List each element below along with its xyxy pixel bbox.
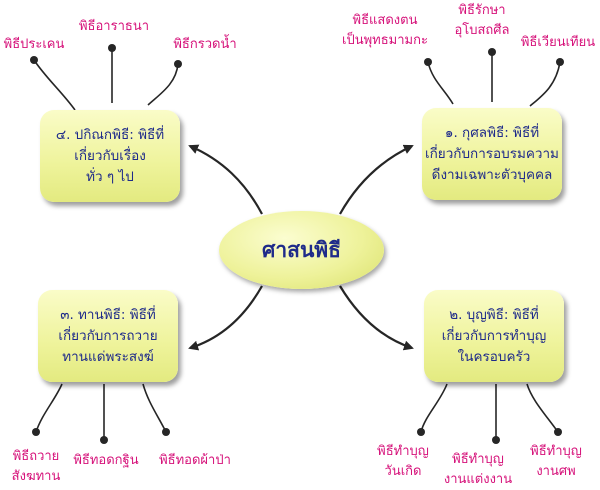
ceremony-label: พิธีอาราธนา [78, 19, 149, 34]
topic-line: ๓. ทานพิธี: พิธีที่ [60, 306, 156, 323]
ceremony-label: พิธีกรวดน้ำ [173, 37, 237, 52]
topic-line: เกี่ยวกับเรื่อง [74, 147, 146, 164]
arrow-to-pakinnaka [188, 144, 263, 215]
ceremony-label: พิธีทำบุญ งานแต่งงาน [443, 452, 513, 487]
branch-dot [556, 58, 564, 66]
topic-box-kusala: ๑. กุศลพิธี: พิธีที่ เกี่ยวกับการอบรมควา… [422, 108, 562, 200]
ceremony-label: พิธีรักษา อุโบสถศีล [454, 3, 510, 38]
ceremony-label: พิธีทอดผ้าป่า [159, 453, 231, 468]
topic-box-pakinnaka: ๔. ปกิณกพิธี: พิธีที่ เกี่ยวกับเรื่อง ทั… [40, 110, 180, 202]
branch-dot [488, 48, 496, 56]
topic-line: ทั่ว ๆ ไป [86, 168, 134, 185]
topic-line: ๒. บุญพิธี: พิธีที่ [449, 306, 539, 323]
center-node: ศาสนพิธี [219, 211, 384, 289]
topic-box-bunya: ๒. บุญพิธี: พิธีที่ เกี่ยวกับการทำบุญ ใน… [424, 290, 564, 382]
ceremony-label: พิธีทำบุญ งานศพ [530, 444, 582, 479]
topic-line: ในครอบครัว [457, 348, 531, 365]
branch-dot [162, 428, 170, 436]
branch-dot [174, 60, 182, 68]
arrow-to-kusala [339, 144, 414, 215]
branch-dot [417, 428, 425, 436]
branch-dot [32, 428, 40, 436]
ceremony-label: พิธีเวียนเทียน [520, 35, 596, 50]
ceremony-label: พิธีทอดกฐิน [73, 453, 139, 468]
branch-dot [30, 56, 38, 64]
ceremony-label: พิธีถวาย สังฆทาน [11, 449, 61, 484]
branch-dot [492, 436, 500, 444]
topic-line: เกี่ยวกับการถวาย [58, 327, 158, 344]
topic-line: ทานแด่พระสงฆ์ [62, 348, 154, 365]
arrow-to-thana [188, 285, 263, 351]
topic-line: ๑. กุศลพิธี: พิธีที่ [444, 124, 540, 141]
topic-box-thana: ๓. ทานพิธี: พิธีที่ เกี่ยวกับการถวาย ทาน… [38, 290, 178, 382]
branch-dot [424, 58, 432, 66]
ceremony-label: พิธีแสดงตน เป็นพุทธมามกะ [342, 13, 428, 48]
topic-line: ดีงามเฉพาะตัวบุคคล [431, 166, 553, 183]
branch-dot [100, 436, 108, 444]
branch-dot [554, 428, 562, 436]
topic-line: เกี่ยวกับการทำบุญ [441, 327, 547, 344]
center-label: ศาสนพิธี [262, 237, 341, 262]
branch-dot [108, 44, 116, 52]
ceremony-label: พิธีประเคน [3, 37, 65, 52]
arrow-to-bunya [339, 285, 414, 351]
ceremony-label: พิธีทำบุญ วันเกิด [377, 444, 429, 479]
topic-line: ๔. ปกิณกพิธี: พิธีที่ [55, 126, 165, 143]
topic-line: เกี่ยวกับการอบรมความ [425, 145, 559, 162]
